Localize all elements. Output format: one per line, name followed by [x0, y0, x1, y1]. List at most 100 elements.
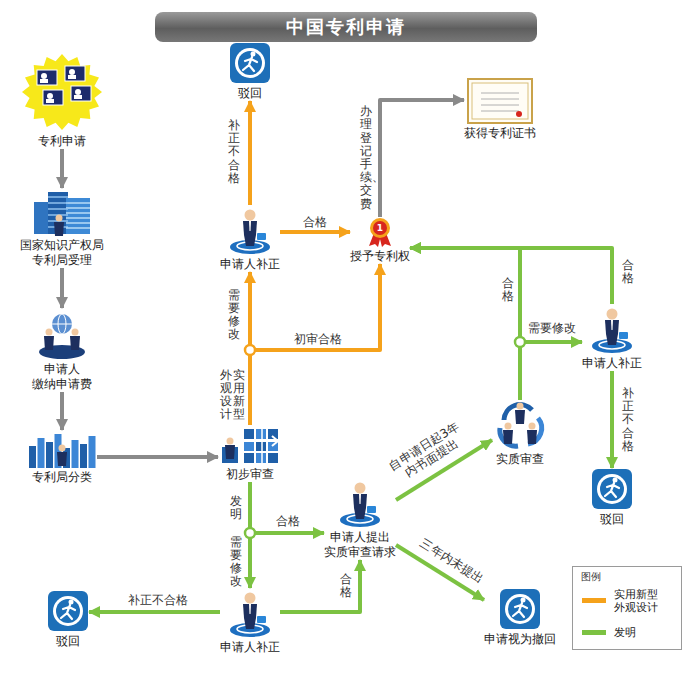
edge-label: 合格 [502, 276, 514, 304]
edge-label: 办理登记手续、交费 [360, 104, 372, 212]
flow-node: 申请视为撤回 [484, 588, 556, 647]
flow-connector [380, 100, 464, 217]
graphic-part [481, 93, 519, 94]
graphic-part [472, 83, 528, 119]
flow-connector [248, 101, 252, 205]
edge-label: 合格 [622, 258, 634, 286]
graphic-part [57, 452, 67, 466]
person-icon [590, 304, 634, 354]
graphic-part [61, 605, 75, 619]
graphic-part [481, 111, 519, 112]
edge-label: 补正不合格 [622, 386, 634, 454]
graphic-part [256, 429, 266, 439]
node-caption: 申请视为撤回 [484, 632, 556, 647]
graphic-part [529, 423, 536, 430]
flow-node: 申请人补正 [220, 588, 280, 655]
graphic-part [605, 483, 619, 497]
graphic-part [34, 202, 50, 234]
graphic-part [40, 79, 48, 83]
graphic-part [592, 469, 632, 509]
graphic-part [503, 430, 513, 444]
graphic-part [66, 217, 90, 219]
graphic-part [54, 222, 64, 236]
flow-node: 驳回 [47, 590, 89, 649]
note-label: 外观设计 [220, 368, 232, 423]
node-caption: 申请人补正 [582, 356, 642, 371]
node-caption: 申请人提出 实质审查请求 [324, 530, 396, 560]
flow-node: 国家知识产权局 专利局受理 [20, 188, 104, 268]
graphic-part [251, 52, 256, 57]
edge-label: 需要修改 [527, 321, 577, 335]
legend-text: 实用新型 外观设计 [614, 588, 658, 614]
graphic-part [89, 436, 96, 468]
graphic-part [256, 453, 266, 463]
graphic-part [249, 221, 251, 231]
junction-dot [245, 528, 255, 538]
graphic-part [261, 427, 263, 463]
graphic-part [48, 591, 88, 631]
node-caption: 授予专利权 [350, 249, 410, 264]
graphic-part [607, 309, 618, 320]
flow-node: 获得专利证书 [464, 78, 536, 141]
graphic-part [29, 446, 36, 468]
graphic-part [613, 478, 618, 483]
graphic-part [240, 436, 278, 446]
graphic-part [22, 54, 102, 130]
node-caption: 专利局分类 [32, 470, 92, 485]
graphic-part [521, 598, 526, 603]
junction-dot [245, 345, 255, 355]
graphic-part [66, 207, 90, 209]
node-caption: 驳回 [56, 634, 80, 649]
graphic-part [481, 105, 519, 106]
flow-connector [60, 149, 64, 188]
graphic-part [41, 73, 47, 79]
graphic-part [46, 99, 54, 103]
graphic-part [75, 89, 81, 95]
legend-swatch [582, 630, 606, 635]
edge-label: 需要修改 [228, 288, 240, 343]
edge-label: 自申请日起3年内书面提出 [385, 418, 471, 486]
graphic-part [367, 506, 376, 513]
graphic-part [244, 429, 254, 439]
graphic-part [244, 453, 254, 463]
flow-node: 初步审查 [218, 425, 282, 482]
graphic-part [66, 198, 90, 234]
grid-icon [218, 425, 282, 465]
node-caption: 国家知识产权局 专利局受理 [20, 238, 104, 268]
bars-icon [27, 430, 97, 468]
reject-icon [47, 590, 89, 632]
node-caption: 获得专利证书 [464, 126, 536, 141]
building-icon [32, 188, 92, 236]
graphic-part [53, 596, 83, 626]
flow-node: 申请人补正 [220, 205, 280, 272]
graphic-part [244, 441, 254, 451]
graphic-part [513, 603, 527, 617]
graphic-part [597, 474, 627, 504]
node-caption: 申请人补正 [220, 257, 280, 272]
graphic-part [66, 227, 90, 229]
graphic-part [48, 202, 68, 204]
graphic-part [515, 410, 525, 424]
graphic-part [71, 86, 91, 101]
graphic-part [68, 75, 76, 79]
graphic-part [56, 599, 80, 623]
graphic-part [516, 111, 522, 117]
flow-connector [89, 610, 220, 614]
flow-node: 实质审查 [492, 400, 548, 467]
edge-label: 初审合格 [293, 332, 343, 346]
flow-node: 专利局分类 [27, 430, 97, 485]
graphic-part [227, 438, 234, 445]
graphic-part [69, 600, 74, 605]
graphic-part [243, 221, 257, 246]
graphic-part [505, 594, 535, 624]
graphic-part [500, 428, 518, 446]
flow-connector [60, 392, 64, 430]
graphic-part [74, 95, 82, 99]
flow-connector [610, 371, 614, 468]
graphic-part [600, 477, 624, 501]
graphic-part [527, 430, 537, 444]
people-icon [37, 308, 87, 360]
flow-connector [60, 268, 64, 308]
graphic-part [611, 320, 613, 330]
